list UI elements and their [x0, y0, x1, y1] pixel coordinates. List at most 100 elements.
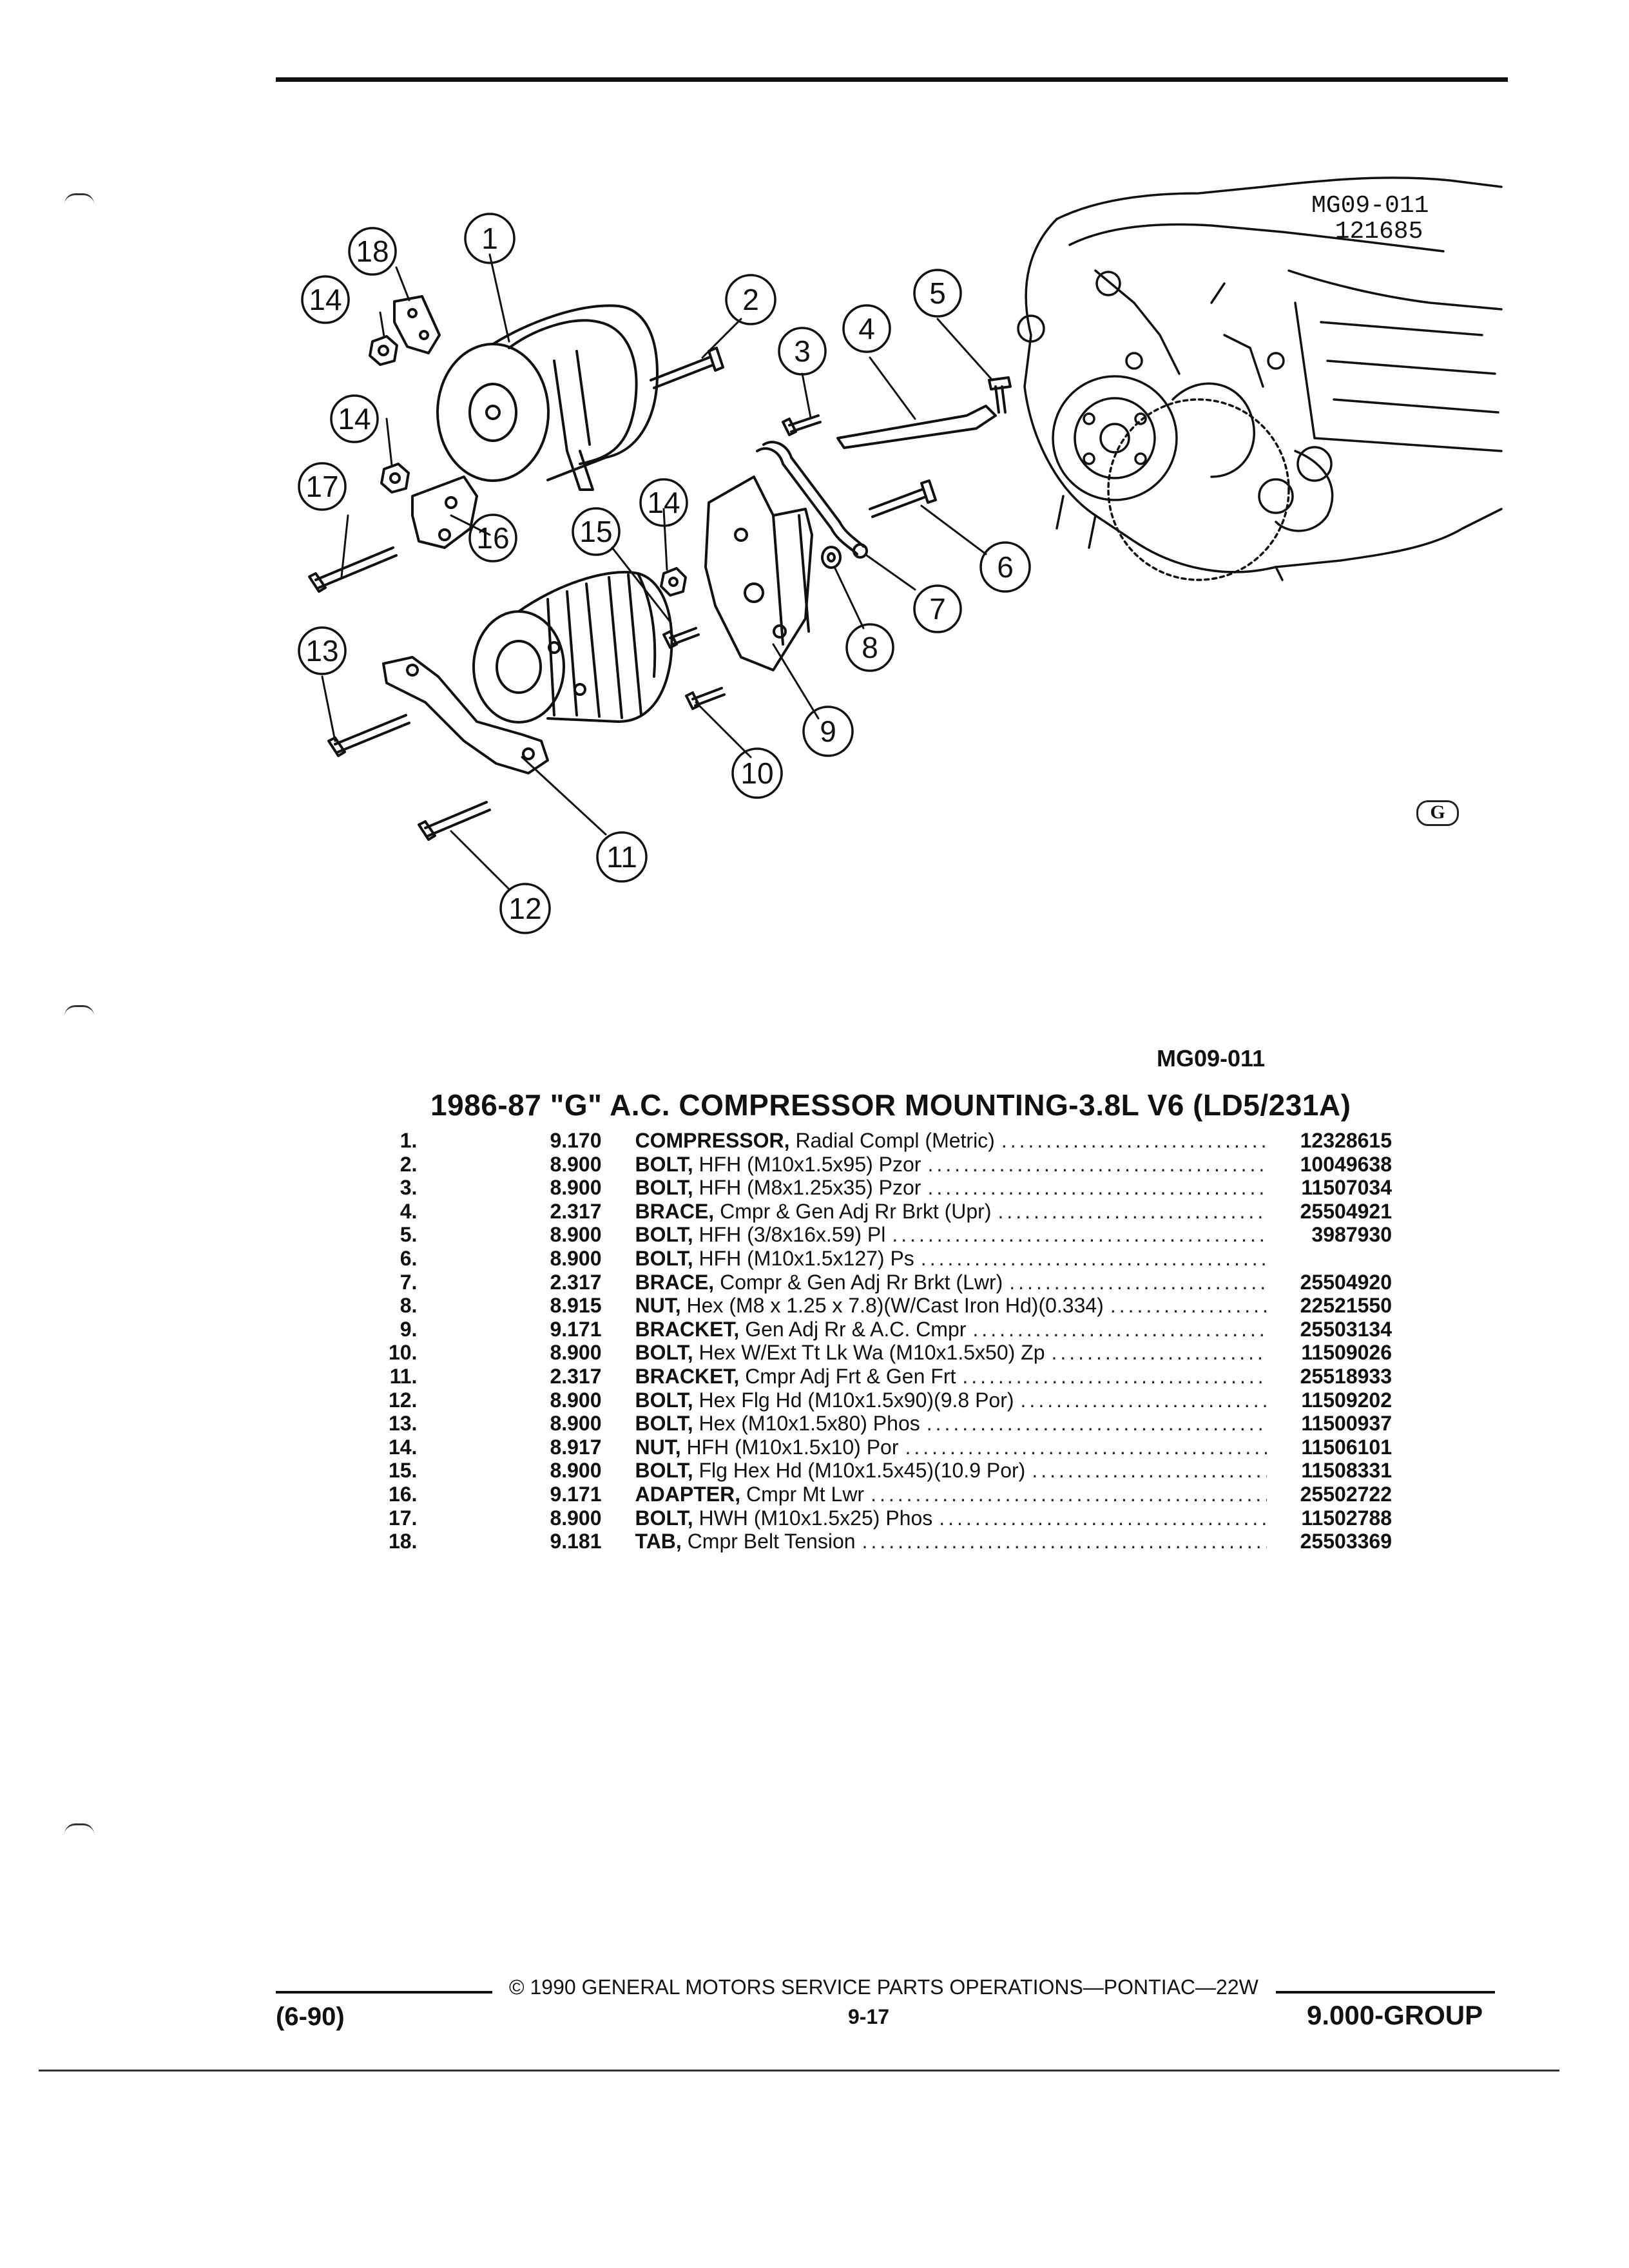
part-description: BRACE, Cmpr & Gen Adj Rr Brkt (Upr): [602, 1200, 1267, 1224]
group-number: 9.171: [550, 1317, 602, 1341]
leader-dots: [920, 1412, 1267, 1436]
part-detail: Hex W/Ext Tt Lk Wa (M10x1.5x50) Zp: [693, 1341, 1045, 1365]
front-bracket-illustration: [382, 656, 549, 774]
callout-4: 4: [858, 312, 875, 345]
leader-dots: [956, 1365, 1266, 1389]
group-number: 8.900: [550, 1341, 602, 1365]
callout-16: 16: [476, 521, 509, 555]
part-noun: TAB,: [635, 1530, 682, 1553]
callout-12: 12: [508, 892, 541, 925]
leader-lines: [321, 253, 994, 890]
part-detail: Flg Hex Hd (M10x1.5x45)(10.9 Por): [693, 1459, 1026, 1483]
callout-14a: 14: [309, 283, 342, 316]
leader-dots: [991, 1200, 1266, 1224]
part-detail: HWH (M10x1.5x25) Phos: [693, 1506, 933, 1530]
part-detail: HFH (M10x1.5x127) Ps: [693, 1246, 914, 1270]
callout-circles: [298, 213, 1031, 934]
binder-hole-mark: [64, 1823, 94, 1834]
callout-18: 18: [356, 235, 389, 268]
group-number: 8.900: [550, 1223, 602, 1247]
leader-dots: [1014, 1389, 1267, 1412]
leader-dots: [856, 1530, 1267, 1553]
bolt-illustrations: [308, 347, 1012, 841]
part-detail: Radial Compl (Metric): [789, 1129, 995, 1152]
compressor-illustration: [436, 304, 659, 491]
part-detail: HFH (M8x1.25x35) Pzor: [693, 1176, 921, 1200]
part-detail: Cmpr Belt Tension: [681, 1530, 856, 1553]
leader-dots: [966, 1318, 1266, 1341]
group-number: 8.900: [550, 1459, 602, 1483]
callout-8: 8: [862, 631, 878, 664]
g-body-logo: G: [1416, 800, 1459, 826]
group-number: 8.900: [550, 1412, 602, 1436]
tension-tab-illustration: [393, 295, 441, 354]
callout-17: 17: [305, 470, 338, 503]
part-description: BOLT, HFH (M8x1.25x35) Pzor: [602, 1176, 1267, 1200]
leader-dots: [921, 1176, 1266, 1200]
part-detail: Compr & Gen Adj Rr Brkt (Lwr): [714, 1270, 1003, 1294]
section-title: 1986-87 "G" A.C. COMPRESSOR MOUNTING-3.8…: [430, 1088, 1351, 1122]
item-number: 9.: [400, 1317, 418, 1341]
part-noun: BOLT,: [635, 1412, 693, 1436]
part-detail: Cmpr Mt Lwr: [740, 1482, 865, 1506]
group-number: 2.317: [550, 1364, 602, 1388]
part-noun: BOLT,: [635, 1388, 693, 1412]
group-number: 9.170: [550, 1129, 602, 1152]
part-number: 22521550: [1300, 1294, 1392, 1318]
part-noun: NUT,: [635, 1435, 681, 1459]
part-noun: BOLT,: [635, 1506, 693, 1530]
part-number: 11502788: [1301, 1506, 1392, 1530]
part-number: 25503134: [1300, 1317, 1392, 1341]
part-detail: Hex (M8 x 1.25 x 7.8)(W/Cast Iron Hd)(0.…: [680, 1294, 1104, 1318]
part-number: 25518933: [1300, 1364, 1392, 1388]
part-description: BOLT, Hex (M10x1.5x80) Phos: [602, 1412, 1267, 1436]
item-number: 12.: [388, 1388, 418, 1412]
group-number: 2.317: [550, 1199, 602, 1223]
part-number: 25504921: [1300, 1199, 1392, 1223]
callout-15: 15: [579, 515, 612, 548]
part-detail: Hex Flg Hd (M10x1.5x90)(9.8 Por): [693, 1388, 1014, 1412]
callout-5: 5: [929, 276, 946, 310]
footer-rule-right: [1276, 1991, 1495, 1994]
part-number: 3987930: [1311, 1223, 1392, 1247]
washer-illustration: [821, 546, 842, 569]
item-number: 17.: [388, 1506, 418, 1530]
callout-labels: 1 2 3 4 5 6 7 8 9 10 11 12 13 14 14 14 1…: [305, 222, 1013, 925]
callout-3: 3: [794, 334, 811, 368]
callout-13: 13: [305, 634, 338, 668]
callout-7: 7: [929, 592, 946, 626]
part-number: 11509202: [1301, 1388, 1392, 1412]
part-detail: Hex (M10x1.5x80) Phos: [693, 1412, 920, 1436]
part-noun: NUT,: [635, 1294, 681, 1318]
part-number: 11500937: [1301, 1412, 1392, 1436]
callout-14b: 14: [338, 402, 371, 436]
alternator-illustration: [472, 571, 673, 724]
adapter-illustration: [411, 476, 478, 549]
part-detail: HFH (M10x1.5x10) Por: [680, 1435, 899, 1459]
part-description: BRACKET, Gen Adj Rr & A.C. Cmpr: [602, 1318, 1267, 1341]
figure-code: MG09-011: [1311, 192, 1429, 220]
callout-9: 9: [820, 715, 836, 748]
callout-1: 1: [481, 222, 498, 255]
leader-dots: [899, 1436, 1267, 1459]
binder-hole-mark: [64, 193, 94, 204]
part-noun: BOLT,: [635, 1152, 693, 1176]
group-number: 8.900: [550, 1388, 602, 1412]
part-number: 25504920: [1300, 1270, 1392, 1294]
group-label: 9.000-GROUP: [1307, 2000, 1483, 2030]
part-detail: HFH (M10x1.5x95) Pzor: [693, 1152, 921, 1176]
